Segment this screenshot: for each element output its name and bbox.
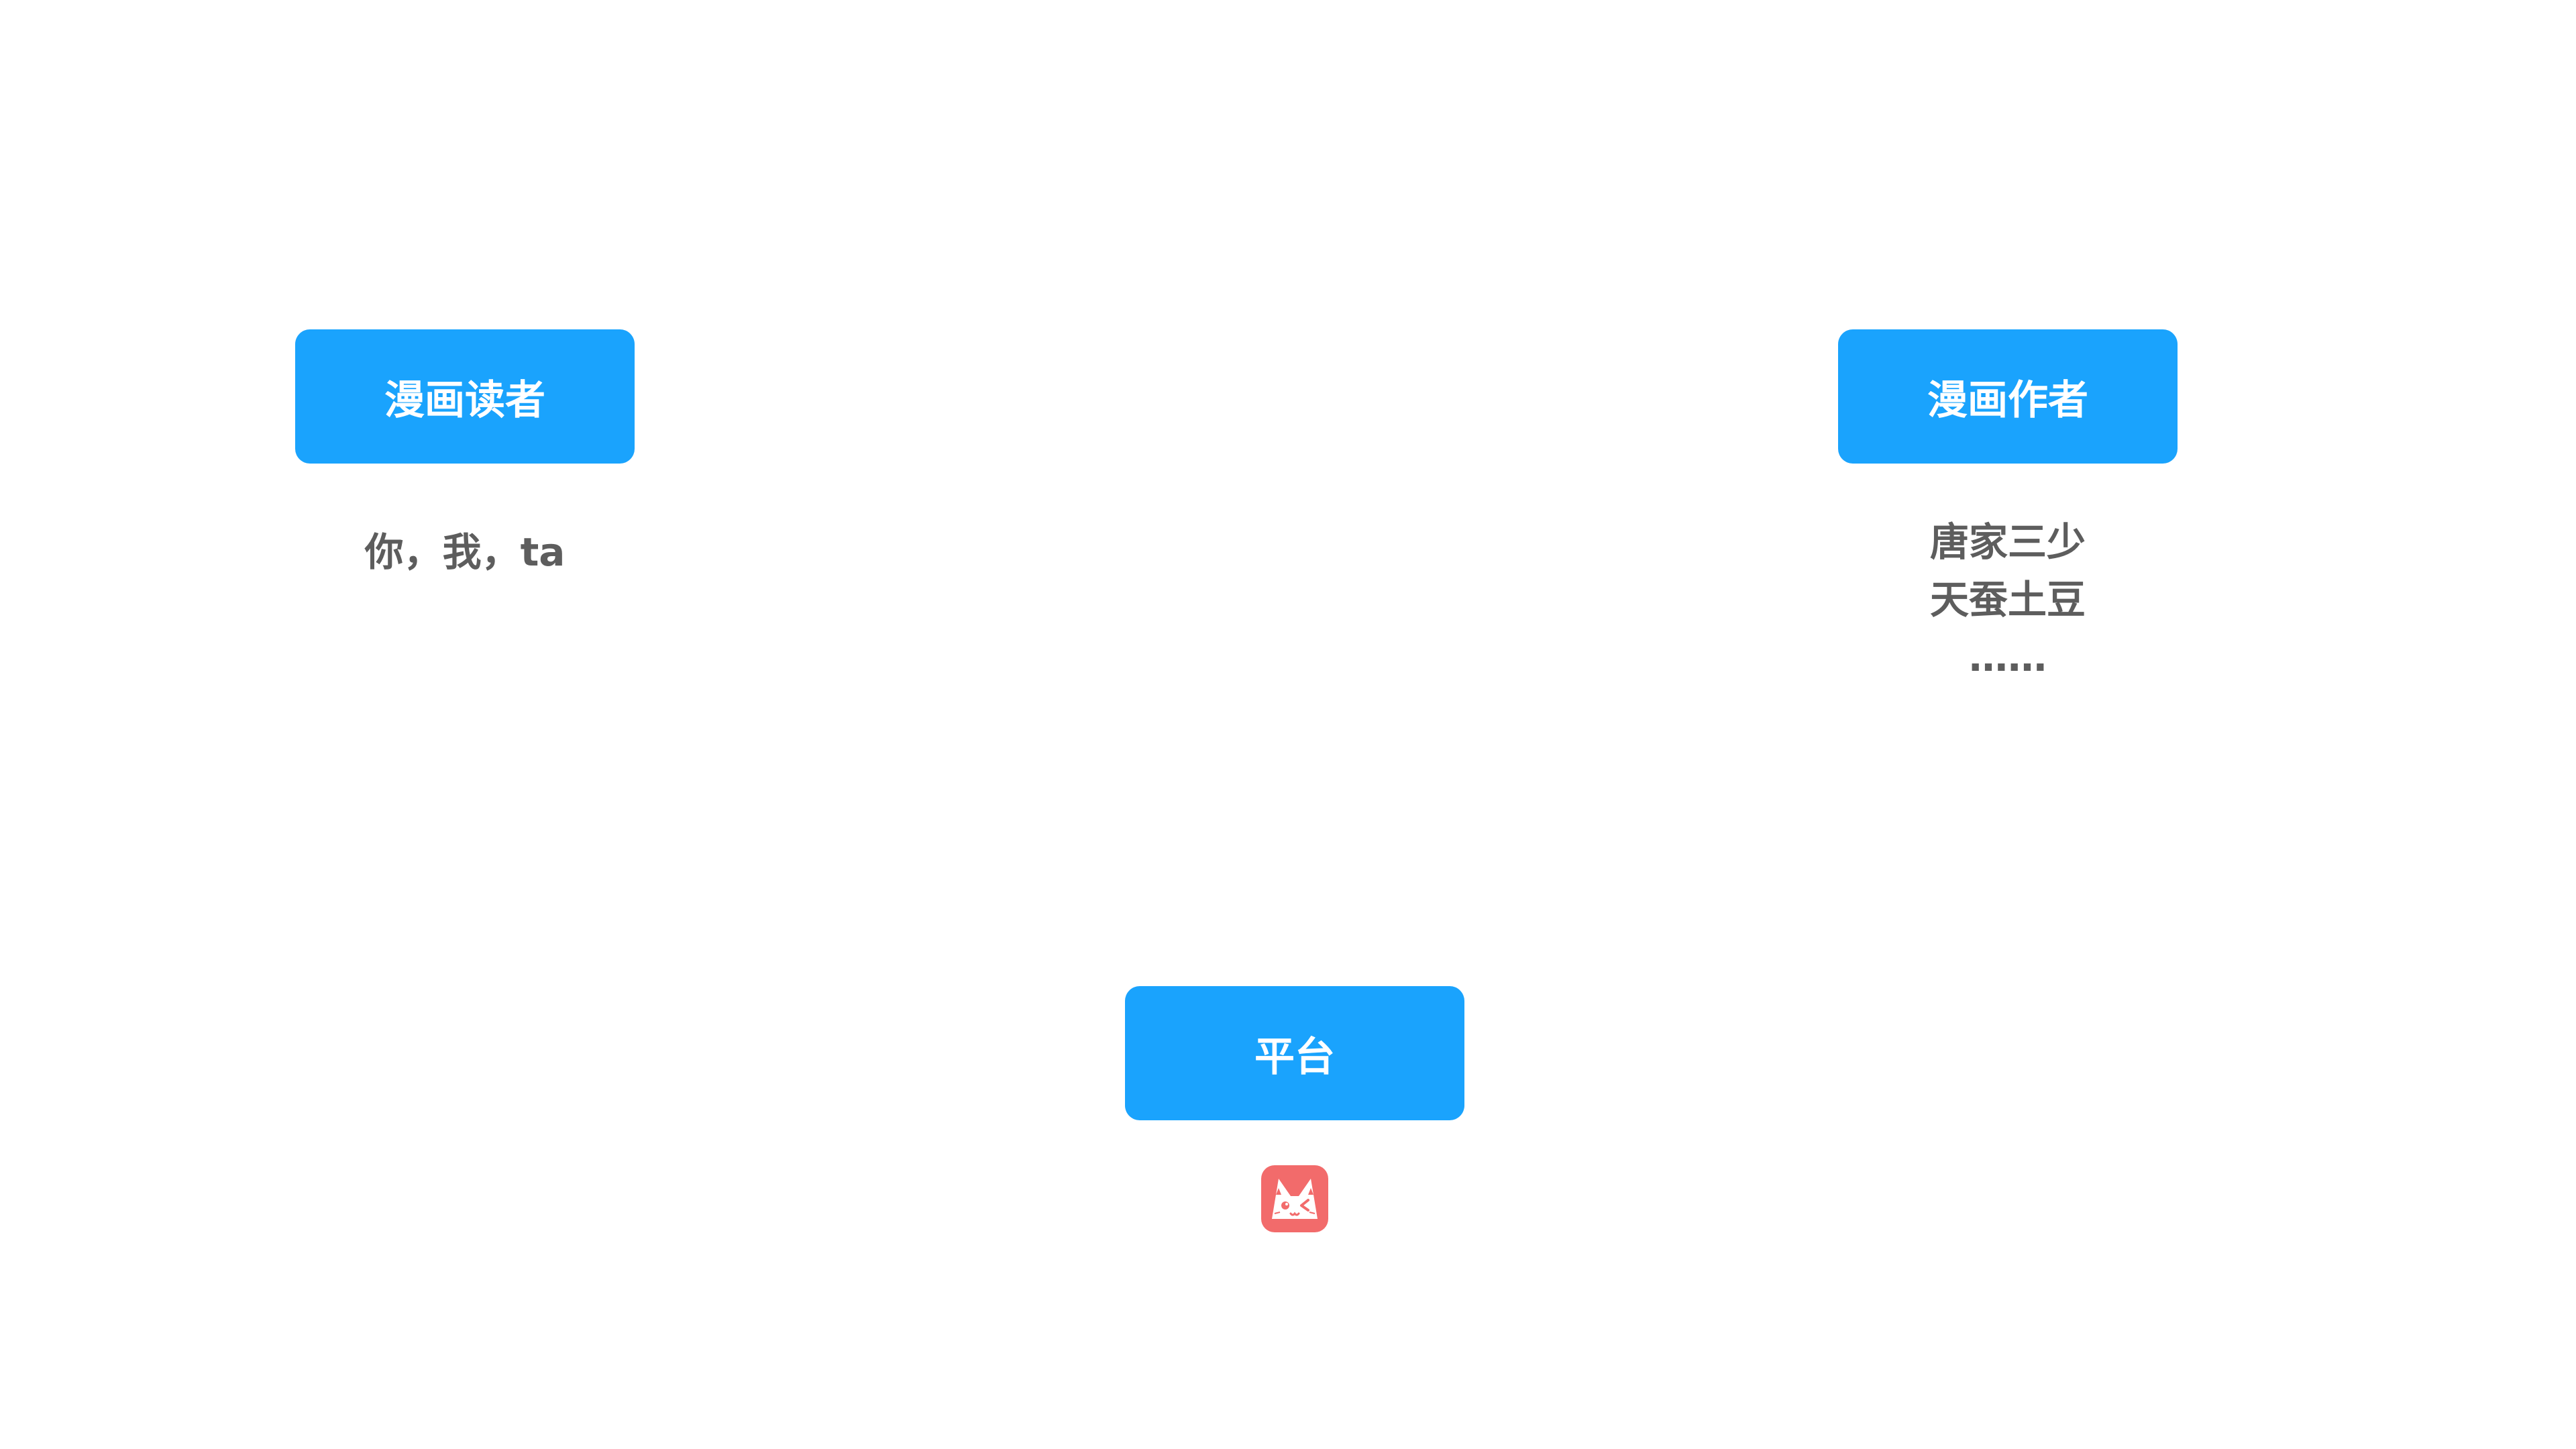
author-caption-line: 天蚕土豆 (1929, 577, 2086, 623)
reader-caption: 你，我，ta (364, 529, 566, 575)
author-label: 漫画作者 (1927, 376, 2088, 424)
reader-label: 漫画读者 (384, 376, 545, 424)
platform-label: 平台 (1254, 1033, 1335, 1081)
author-caption-line: …… (1969, 635, 2047, 680)
author-node: 漫画作者 (1838, 329, 2178, 464)
reader-node: 漫画读者 (295, 329, 635, 464)
platform-node: 平台 (1125, 986, 1464, 1120)
author-caption-line: 唐家三少 (1929, 519, 2086, 565)
manga-app-logo-icon (1261, 1165, 1328, 1232)
author-caption: 唐家三少 天蚕土豆 …… (1838, 513, 2178, 686)
